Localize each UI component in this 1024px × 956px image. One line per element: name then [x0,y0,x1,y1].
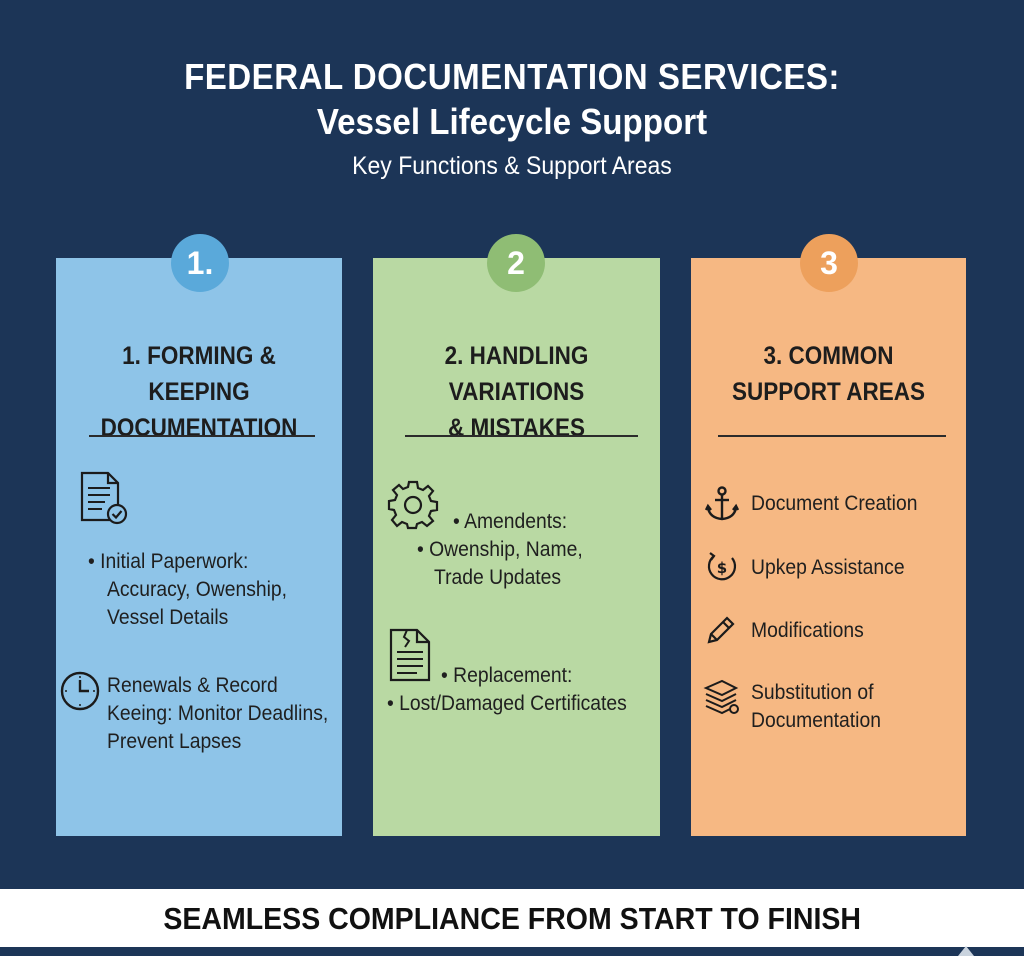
footer-banner: SEAMLESS COMPLIANCE FROM START TO FINISH [0,889,1024,947]
list-item-text: • Amendents: [453,510,568,533]
list-item-text: • Owenship, Name, [417,538,583,561]
page-title-secondary: Vessel Lifecycle Support [316,101,708,142]
document-stack-icon [703,679,739,715]
card-heading-line: & MISTAKES [447,414,586,442]
list-item-text: Document Creation [751,492,918,515]
anchor-icon [705,486,739,521]
list-item-text: Keeing: Monitor Deadlins, [107,702,329,725]
card-heading: 1. FORMING & KEEPING DOCUMENTATION [70,338,327,446]
footer-banner-text: SEAMLESS COMPLIANCE FROM START TO FINISH [163,901,861,936]
divider [89,435,315,437]
list-item-text: • Lost/Damaged Certificates [387,692,627,715]
divider [718,435,946,437]
card-heading: 3. COMMON SUPPORT AREAS [705,338,953,410]
list-item-text: Vessel Details [107,606,229,629]
list-item-text: Renewals & Record [107,674,278,697]
clock-icon [60,671,100,711]
svg-text:$: $ [717,559,727,577]
list-item-text: • Replacement: [441,664,573,687]
card-heading-line: 1. FORMING & KEEPING [122,342,276,406]
list-item-text: Modifications [751,619,864,642]
card-heading: 2. HANDLING VARIATIONS & MISTAKES [387,338,645,446]
list-item-text: Substitution of [751,681,874,704]
divider [405,435,638,437]
list-item-text: • Initial Paperwork: [88,550,249,573]
list-item-text: Upkep Assistance [751,556,905,579]
card-heading-line: SUPPORT AREAS [732,378,925,406]
gear-icon [387,480,439,530]
document-check-icon [80,471,128,525]
list-item-text: Documentation [751,709,881,732]
card-forming-keeping: 1. FORMING & KEEPING DOCUMENTATION • Ini… [56,258,342,836]
card-handling-variations: 2. HANDLING VARIATIONS & MISTAKES • Amen… [373,258,660,836]
dollar-cycle-icon: $ [707,552,737,581]
card-heading-line: 2. HANDLING VARIATIONS [444,342,589,406]
card-common-support: 3. COMMON SUPPORT AREAS Document Creatio… [691,258,966,836]
corner-triangle [958,946,974,956]
page-subtitle: Key Functions & Support Areas [352,152,672,180]
list-item-text: Trade Updates [434,566,562,589]
card-heading-line: 3. COMMON [763,342,894,370]
list-item-text: Accuracy, Owenship, [107,578,288,601]
step-badge-3: 3 [800,234,858,292]
card-heading-line: DOCUMENTATION [100,414,298,442]
pencil-icon [707,616,735,644]
damaged-document-icon [389,628,431,682]
step-badge-1: 1. [171,234,229,292]
list-item-text: Prevent Lapses [107,730,242,753]
step-badge-2: 2 [487,234,545,292]
page-title: FEDERAL DOCUMENTATION SERVICES: [184,56,840,97]
